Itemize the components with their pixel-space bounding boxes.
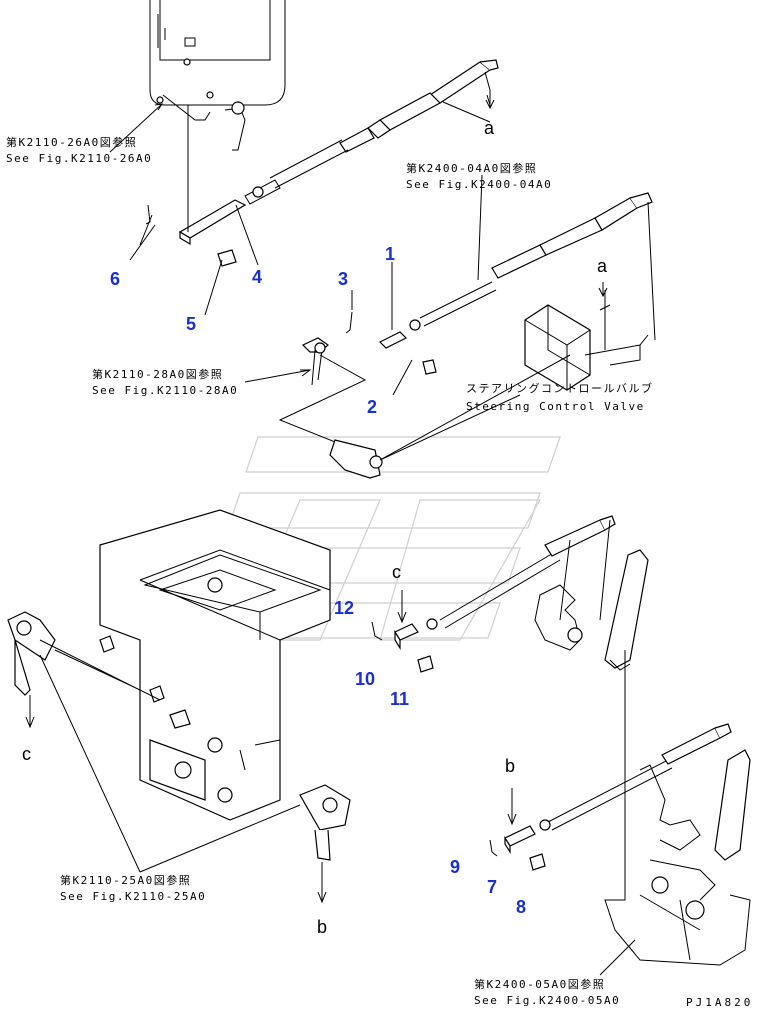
steering-valve-label-en: Steering Control Valve [466,400,645,413]
link-assembly-upper [129,105,259,316]
ref-k2110-28a0: 第K2110-28A0図参照 See Fig.K2110-28A0 [92,367,238,397]
callout-8: 8 [516,897,526,917]
ref-k2110-26a0-en: See Fig.K2110-26A0 [6,152,152,165]
letter-b-bottom: b [317,917,327,937]
reference-leaders [39,103,636,976]
upper-cable-rod [244,59,499,205]
ref-k2110-26a0: 第K2110-26A0図参照 See Fig.K2110-26A0 [6,135,152,165]
lower-rod-assembly [489,723,732,871]
steering-valve-assembly [409,192,656,391]
part-callouts: 1 2 3 4 5 6 7 8 9 10 11 12 [110,244,526,917]
left-lever [7,611,161,729]
letter-c-mid: c [392,562,401,582]
ref-k2110-28a0-jp: 第K2110-28A0図参照 [92,367,223,381]
callout-5: 5 [186,314,196,334]
control-box [99,509,331,821]
letter-c-left: c [22,744,31,764]
callout-10: 10 [355,669,375,689]
steering-valve-label: ステアリングコントロールバルブ Steering Control Valve [466,381,654,413]
right-bracket-assembly [534,519,751,966]
callout-9: 9 [450,857,460,877]
ref-k2400-04a0-en: See Fig.K2400-04A0 [406,178,552,191]
callout-6: 6 [110,269,120,289]
callout-11: 11 [390,689,409,709]
middle-rod-assembly [371,515,616,673]
ref-k2400-04a0: 第K2400-04A0図参照 See Fig.K2400-04A0 [406,161,552,191]
ref-k2110-28a0-en: See Fig.K2110-28A0 [92,384,238,397]
letter-b-mid: b [505,756,515,776]
callout-7: 7 [487,877,497,897]
callout-12: 12 [334,598,354,618]
ref-k2400-04a0-jp: 第K2400-04A0図参照 [406,161,537,175]
connection-letters: a a b b c c [22,118,608,937]
callout-4: 4 [252,267,262,287]
callout-3: 3 [338,269,348,289]
letter-a-top: a [484,118,495,138]
letter-a-mid: a [597,256,608,276]
ref-k2400-05a0-jp: 第K2400-05A0図参照 [474,977,605,991]
ref-k2110-26a0-jp: 第K2110-26A0図参照 [6,135,137,149]
ref-k2110-25a0: 第K2110-25A0図参照 See Fig.K2110-25A0 [60,873,206,903]
upper-frame [149,0,286,151]
callout-1: 1 [385,244,395,264]
watermark-logo [191,436,561,641]
link-assembly-mid [278,262,571,479]
ref-k2110-25a0-en: See Fig.K2110-25A0 [60,890,206,903]
steering-valve-label-jp: ステアリングコントロールバルブ [466,381,654,395]
ref-k2400-05a0-en: See Fig.K2400-05A0 [474,994,620,1007]
ref-k2110-25a0-jp: 第K2110-25A0図参照 [60,873,191,887]
ref-k2400-05a0: 第K2400-05A0図参照 See Fig.K2400-05A0 [474,977,620,1007]
callout-2: 2 [367,397,377,417]
drawing-code: PJ1A820 [686,996,753,1009]
bottom-lever [299,784,351,904]
